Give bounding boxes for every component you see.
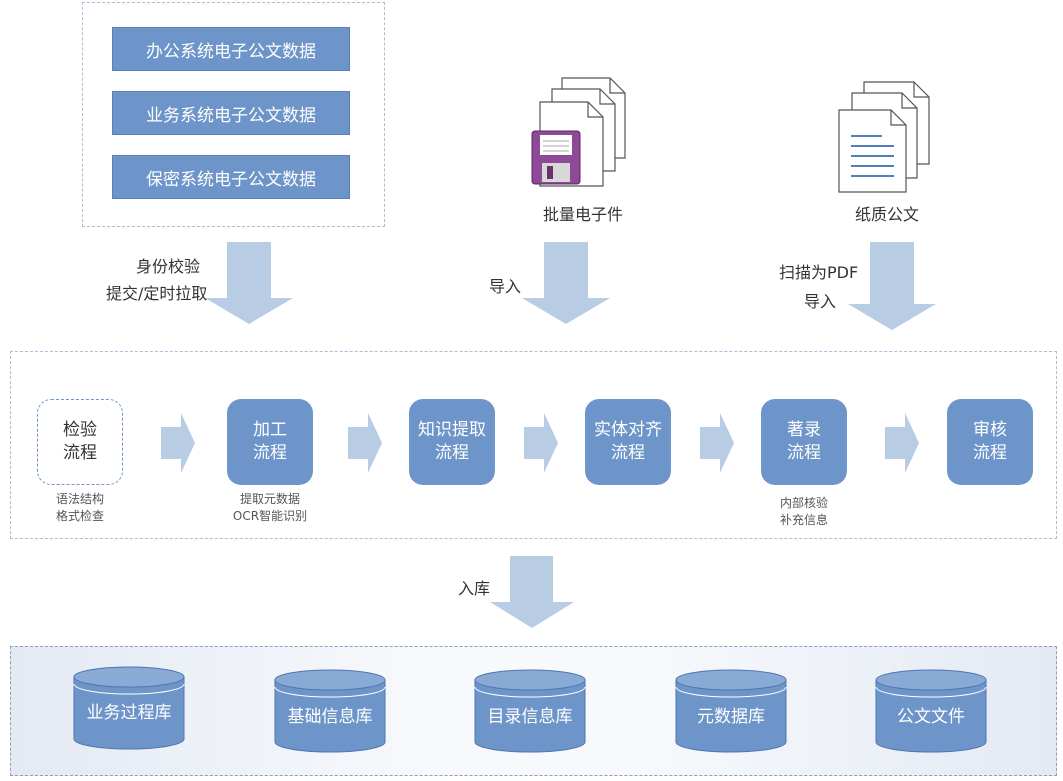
document-files-db-icon [875, 669, 987, 753]
classified-system-data-box: 保密系统电子公文数据 [112, 155, 350, 199]
note-line1: 语法结构 [55, 492, 104, 506]
basic-info-db-label: 基础信息库 [287, 707, 373, 727]
process-step-review: 审核 流程 [947, 399, 1033, 485]
step-label-line1: 实体对齐 [594, 420, 662, 440]
classified-system-data-label: 保密系统电子公文数据 [146, 169, 316, 190]
electronic-files-label: 批量电子件 [543, 205, 624, 224]
metadata-db-icon [675, 669, 787, 753]
catalog-info-db-icon [474, 669, 586, 753]
step-label-line1: 加工 [253, 420, 287, 440]
business-system-data-label: 业务系统电子公文数据 [146, 105, 316, 126]
scan-import-label: 导入 [804, 292, 837, 311]
identity-check-label: 身份校验 [136, 257, 201, 276]
paper-documents-label: 纸质公文 [855, 205, 920, 224]
note-line1: 内部核验 [779, 496, 828, 510]
scan-pdf-label: 扫描为PDF [779, 263, 859, 282]
process-step-entity-alignment: 实体对齐 流程 [585, 399, 671, 485]
store-label: 入库 [458, 579, 491, 598]
validation-note: 语法结构 格式检查 [30, 491, 130, 525]
step-label-line1: 著录 [787, 420, 821, 440]
source-systems-group [82, 2, 385, 227]
step-label-line1: 检验 [63, 420, 97, 440]
basic-info-db-icon [274, 669, 386, 753]
step-label-line1: 知识提取 [418, 420, 486, 440]
flow-arrow [885, 413, 919, 473]
note-line2: 格式检查 [55, 509, 104, 523]
process-step-cataloging: 著录 流程 [761, 399, 847, 485]
import-label: 导入 [489, 277, 522, 296]
import-arrow [522, 242, 610, 324]
business-process-db-label: 业务过程库 [86, 703, 172, 723]
flow-arrow [700, 413, 734, 473]
process-step-validation: 检验 流程 [37, 399, 123, 485]
office-system-data-box: 办公系统电子公文数据 [112, 27, 350, 71]
electronic-files-icon [531, 77, 626, 187]
cataloging-note: 内部核验 补充信息 [754, 495, 854, 529]
note-line2: 补充信息 [779, 513, 828, 527]
step-label-line2: 流程 [611, 443, 645, 463]
store-arrow [490, 556, 574, 628]
flow-arrow [348, 413, 382, 473]
step-label-line2: 流程 [63, 443, 97, 463]
submit-arrow [205, 242, 293, 324]
metadata-db-label: 元数据库 [697, 707, 765, 727]
floppy-disk-icon [531, 130, 581, 185]
process-step-processing: 加工 流程 [227, 399, 313, 485]
step-label-line2: 流程 [973, 443, 1007, 463]
flow-arrow [161, 413, 195, 473]
process-step-knowledge-extraction: 知识提取 流程 [409, 399, 495, 485]
submit-pull-label: 提交/定时拉取 [106, 284, 208, 303]
catalog-info-db-label: 目录信息库 [487, 707, 573, 727]
business-process-db-icon [73, 666, 185, 750]
paper-documents-icon [838, 81, 930, 193]
business-system-data-box: 业务系统电子公文数据 [112, 91, 350, 135]
office-system-data-label: 办公系统电子公文数据 [146, 41, 316, 62]
step-label-line2: 流程 [253, 443, 287, 463]
document-files-db-label: 公文文件 [897, 707, 965, 727]
step-label-line2: 流程 [435, 443, 469, 463]
process-flow-group [10, 351, 1057, 539]
note-line2: OCR智能识别 [232, 509, 308, 523]
flow-arrow [524, 413, 558, 473]
step-label-line1: 审核 [973, 420, 1007, 440]
processing-note: 提取元数据 OCR智能识别 [215, 491, 325, 525]
note-line1: 提取元数据 [239, 492, 300, 506]
scan-import-arrow [848, 242, 936, 330]
step-label-line2: 流程 [787, 443, 821, 463]
